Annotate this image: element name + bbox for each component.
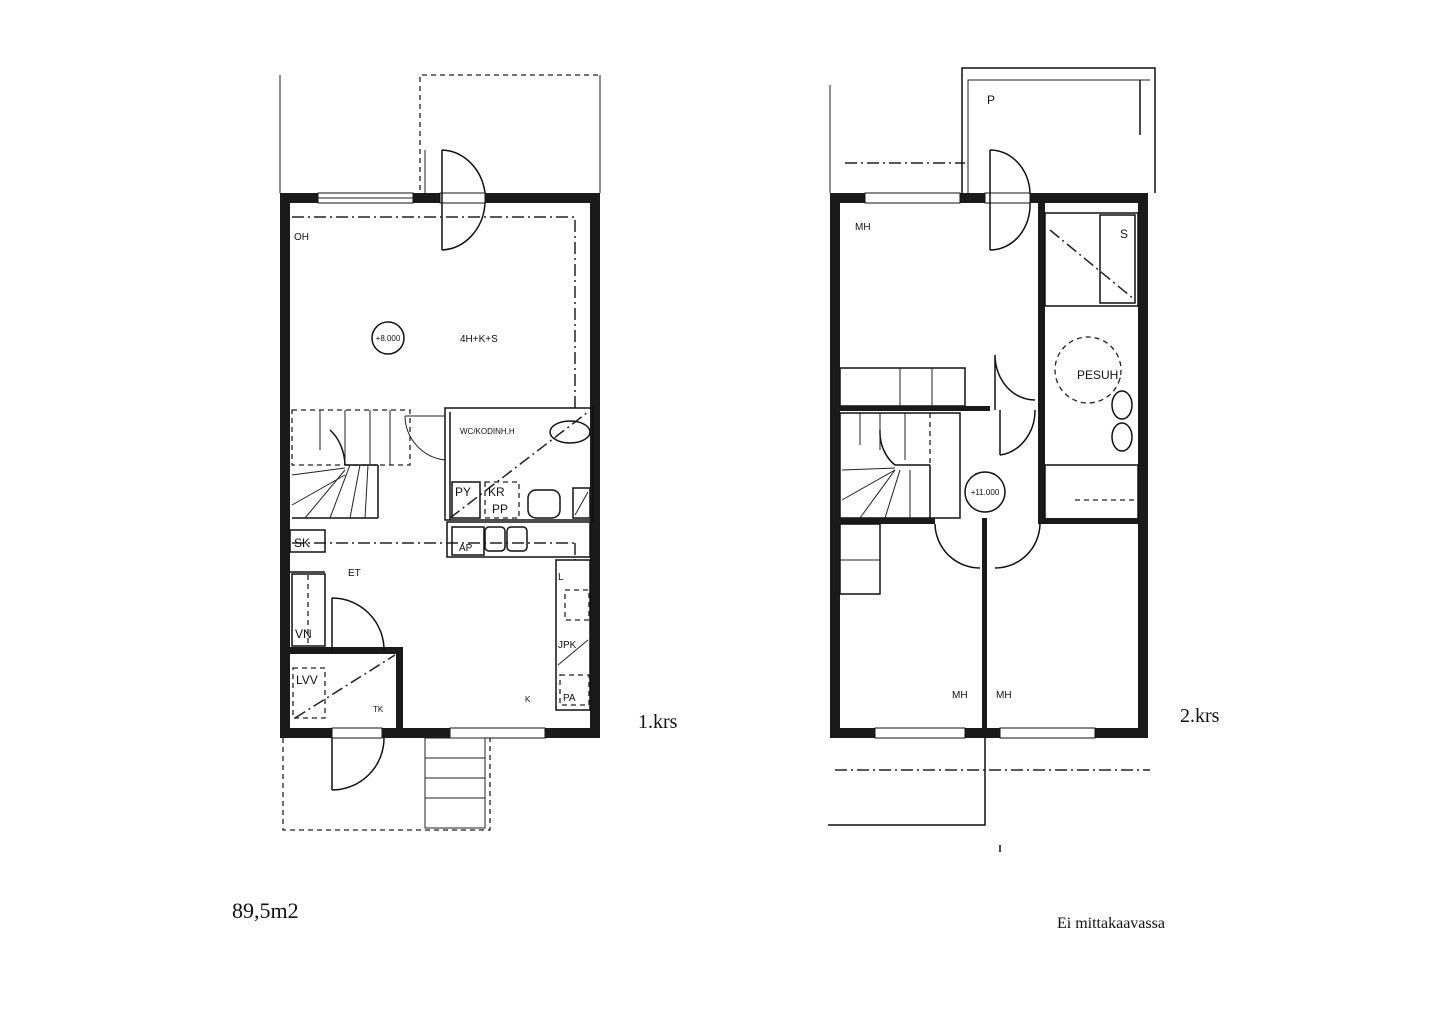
level-label: +8.000 bbox=[376, 334, 401, 343]
door-swing bbox=[934, 523, 1041, 569]
floor-2-plan: P MH S PESUH. bbox=[828, 67, 1220, 852]
door-swing bbox=[331, 737, 385, 791]
door-swing bbox=[994, 354, 1036, 456]
staircase bbox=[839, 412, 961, 519]
staircase bbox=[291, 409, 411, 519]
window bbox=[449, 727, 546, 739]
room-label-mh: MH bbox=[855, 222, 871, 233]
label-ap: AP bbox=[459, 543, 473, 554]
label-lvv: LVV bbox=[296, 673, 318, 687]
exterior-wall-bottom bbox=[280, 728, 600, 738]
floor-1-plan: +8.000 4H+K+S OH WC/KODINH.H PY KR PP bbox=[279, 74, 678, 831]
label-s: S bbox=[1120, 227, 1128, 241]
exterior-wall-right bbox=[590, 193, 600, 738]
level-marker bbox=[371, 321, 405, 355]
wc-room bbox=[444, 407, 594, 521]
apartment-type-label: 4H+K+S bbox=[460, 334, 498, 345]
door-swing bbox=[331, 597, 385, 652]
label-jpk: JPK bbox=[558, 640, 577, 651]
stove-icon bbox=[564, 589, 590, 621]
toilet-icon bbox=[1111, 390, 1133, 420]
label-pa: PA bbox=[563, 693, 576, 704]
scale-note: Ei mittakaavassa bbox=[1057, 915, 1165, 932]
room-label-py: PY bbox=[455, 485, 471, 499]
window bbox=[874, 727, 966, 739]
level-marker bbox=[964, 471, 1006, 513]
room-label-wc: WC/KODINH.H bbox=[460, 427, 515, 436]
sink-icon bbox=[527, 489, 561, 519]
level-label: +11.000 bbox=[971, 488, 1000, 497]
label-vn: VN bbox=[295, 627, 312, 641]
door-swing bbox=[404, 415, 446, 461]
door-swing bbox=[441, 149, 486, 251]
room-label-mh: MH bbox=[996, 690, 1012, 701]
room-label-oh: OH bbox=[294, 232, 309, 243]
label-pp: PP bbox=[492, 502, 508, 516]
label-sk: SK bbox=[294, 536, 310, 550]
floor-2-title: 2.krs bbox=[1180, 705, 1220, 727]
window bbox=[999, 727, 1096, 739]
kitchen-sink-icon bbox=[484, 526, 506, 552]
exterior-wall-left bbox=[280, 193, 290, 738]
floor-1-title: 1.krs bbox=[638, 711, 678, 733]
sauna bbox=[1044, 212, 1139, 307]
area-label: 89,5m2 bbox=[232, 898, 299, 923]
label-l: L bbox=[558, 572, 564, 583]
balcony-outline bbox=[419, 74, 600, 190]
room-label-k: K bbox=[525, 695, 531, 704]
door-swing bbox=[989, 149, 1031, 251]
window bbox=[864, 192, 961, 204]
label-kr: KR bbox=[488, 485, 505, 499]
toilet-icon bbox=[549, 420, 591, 444]
sink-icon bbox=[1111, 422, 1133, 452]
room-label-pesuh: PESUH. bbox=[1077, 368, 1122, 382]
label-p: P bbox=[987, 93, 995, 107]
room-label-mh: MH bbox=[952, 690, 968, 701]
balcony-door-opening bbox=[439, 192, 486, 204]
entrance-door bbox=[331, 727, 383, 739]
steps bbox=[424, 737, 486, 829]
room-label-et: ET bbox=[348, 568, 361, 579]
room-label-tk: TK bbox=[373, 705, 384, 714]
partition-wall bbox=[982, 518, 987, 738]
